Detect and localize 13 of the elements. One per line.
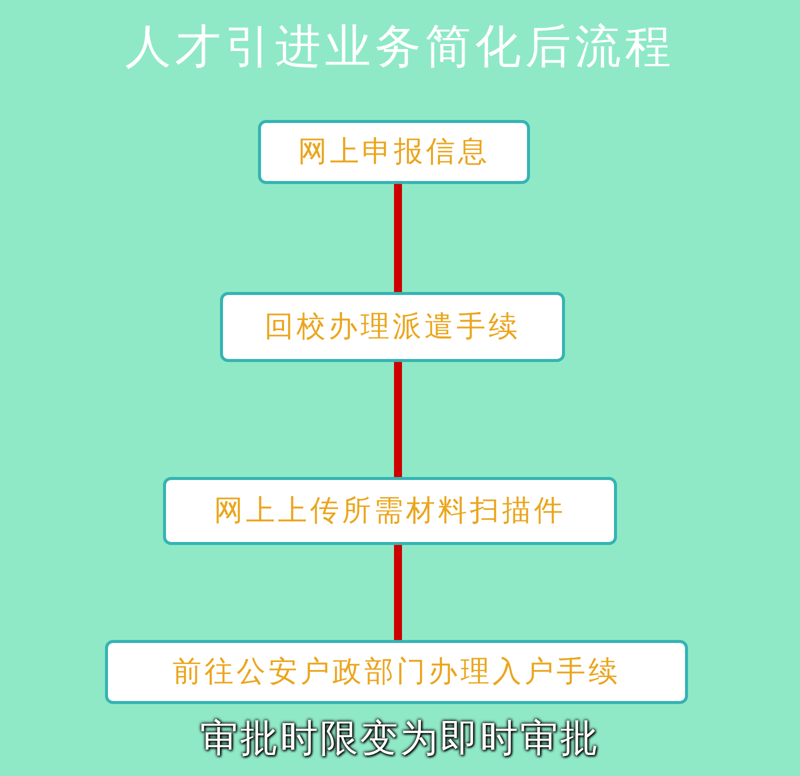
process-box — [220, 292, 565, 362]
process-box — [258, 120, 530, 184]
subtitle-text: 审批时限变为即时审批 — [199, 715, 601, 762]
step-text: 网上申报信息 — [298, 133, 490, 170]
process-box — [105, 640, 688, 704]
title: 人才引进业务简化后流程 — [124, 18, 676, 75]
step-text: 前往公安户政部门办理入户手续 — [172, 653, 620, 690]
connector-line — [394, 545, 402, 640]
connector-line — [394, 362, 402, 477]
step-text: 回校办理派遣手续 — [264, 308, 520, 346]
connector-line — [394, 184, 402, 292]
process-box — [163, 477, 617, 545]
step-text: 网上上传所需材料扫描件 — [214, 492, 566, 530]
